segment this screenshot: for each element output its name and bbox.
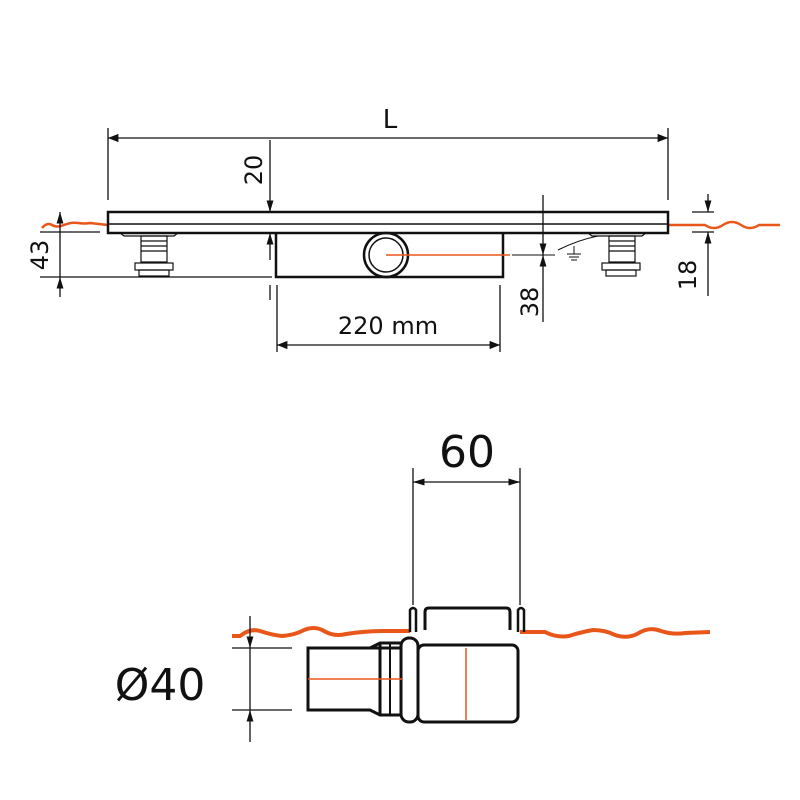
label-body-width: 220 mm: [338, 312, 438, 340]
label-plate-height: 20: [240, 155, 268, 186]
adjustable-foot-right: [587, 232, 647, 277]
clip-right: [516, 606, 526, 632]
top-view-drawing: L 20 43 38 18: [26, 105, 780, 352]
floor-line-left: [41, 221, 109, 229]
label-outlet-height: 38: [516, 287, 544, 318]
pipe-collar: [399, 636, 420, 724]
dimension-floor-level: [692, 194, 714, 296]
dimension-total-height: [40, 212, 272, 297]
side-view-drawing: 60 Ø40: [115, 427, 711, 742]
label-length: L: [383, 105, 398, 135]
label-width-60: 60: [439, 427, 495, 478]
floor-line-right-bottom: [520, 627, 711, 639]
ground-symbol-icon: [557, 235, 599, 261]
floor-line-right: [668, 220, 780, 230]
label-total-height: 43: [26, 240, 54, 271]
dimension-body-width: [276, 285, 501, 352]
floor-line-left-bottom: [232, 626, 410, 639]
label-floor-level: 18: [674, 260, 702, 291]
siphon-body: [416, 643, 520, 724]
dimension-pipe-diameter: [232, 616, 292, 742]
siphon-cap: [423, 606, 512, 630]
dimension-width-60: [412, 468, 521, 605]
dimension-length: [107, 128, 669, 200]
clip-left: [408, 606, 418, 632]
label-pipe-diameter: Ø40: [115, 660, 206, 711]
drain-plate: [106, 210, 670, 235]
adjustable-foot-left: [119, 232, 179, 277]
